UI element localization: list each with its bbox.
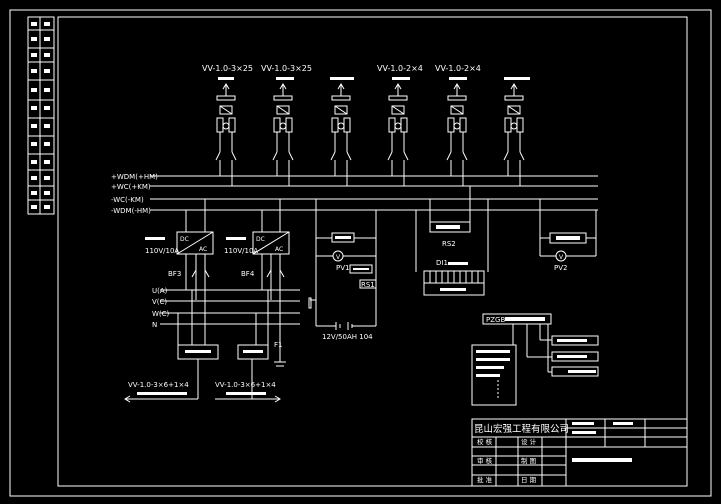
- title-col-1: 设 计: [521, 437, 537, 446]
- breaker-bf4: BF4: [241, 270, 255, 278]
- feeder-switch-4: [387, 83, 409, 186]
- monitor-pzgb-label: PZGB: [486, 316, 505, 324]
- charger-right-spec: 110V/10A: [224, 247, 258, 255]
- feeder-switch-1: [215, 83, 237, 186]
- left-strip: [27, 16, 55, 215]
- pzgb-monitor: [471, 313, 599, 406]
- incoming-switch-boxes: [177, 344, 286, 380]
- bus-label-wdm-pos: +WDM(+HM): [111, 173, 158, 181]
- voltmeter-pv1-symbol: V: [336, 254, 341, 261]
- battery-circuit: [308, 199, 377, 330]
- voltmeter-pv2-symbol: V: [559, 254, 564, 261]
- title-col-2: 制 图: [521, 456, 536, 465]
- incoming-cables: [124, 380, 281, 403]
- charger-right: [226, 199, 290, 345]
- terminal-di1-label: DI1: [436, 259, 448, 267]
- battery-label: 12V/50AH 104: [322, 333, 373, 341]
- dc-buses: [150, 175, 598, 211]
- feeder-cable-label-5: VV-1.0-2×4: [435, 64, 481, 73]
- feeder-cable-label-2: VV-1.0-3×25: [261, 64, 312, 73]
- title-row-2: 审 核: [477, 456, 493, 465]
- phase-w: W(C): [152, 310, 170, 318]
- fuse-f1: F1: [274, 341, 282, 349]
- charger-left-ac: AC: [199, 246, 207, 253]
- title-row-3: 批 准: [477, 475, 493, 484]
- incoming-cable-right: VV-1.0-3×6+1×4: [215, 381, 276, 389]
- breaker-bf3: BF3: [168, 270, 181, 278]
- bus-label-wc-pos: +WC(+KM): [111, 183, 151, 191]
- feeder-switch-5: [446, 83, 468, 186]
- charger-left-dc: DC: [180, 236, 189, 243]
- incoming-cable-left: VV-1.0-3×6+1×4: [128, 381, 189, 389]
- meter-rs1-label: RS1: [361, 281, 375, 289]
- phase-n: N: [152, 321, 157, 329]
- meter-pv1-label: PV1: [336, 264, 349, 272]
- outer-border: [9, 9, 712, 497]
- charger-left: [145, 199, 214, 345]
- feeder-cable-label-4: VV-1.0-2×4: [377, 64, 423, 73]
- charger-right-ac: AC: [275, 246, 283, 253]
- title-col-3: 日 期: [521, 476, 537, 484]
- phase-v: V(C): [152, 298, 167, 306]
- meter-rs2-label: RS2: [442, 240, 456, 248]
- bus-label-wdm-neg: -WDM(-HM): [111, 207, 151, 215]
- title-company: 昆山宏强工程有限公司: [474, 423, 569, 435]
- drawing-frame: [57, 16, 688, 487]
- rs2-and-di1: [415, 186, 489, 296]
- feeder-captions: [218, 77, 530, 80]
- feeder-cable-label-1: VV-1.0-3×25: [202, 64, 253, 73]
- charger-left-spec: 110V/10A: [145, 247, 179, 255]
- feeder-switch-3: [330, 83, 352, 186]
- ac-phase-lines: [160, 289, 300, 345]
- pv2-branch: [539, 199, 597, 262]
- feeder-switch-2: [272, 83, 294, 186]
- bus-label-wc-neg: -WC(-KM): [111, 196, 144, 204]
- title-block: [471, 418, 688, 487]
- charger-right-dc: DC: [256, 236, 265, 243]
- meter-pv2-label: PV2: [554, 264, 567, 272]
- phase-u: U(A): [152, 287, 168, 295]
- feeder-switch-6: [503, 83, 525, 186]
- title-row-1: 校 核: [477, 437, 493, 446]
